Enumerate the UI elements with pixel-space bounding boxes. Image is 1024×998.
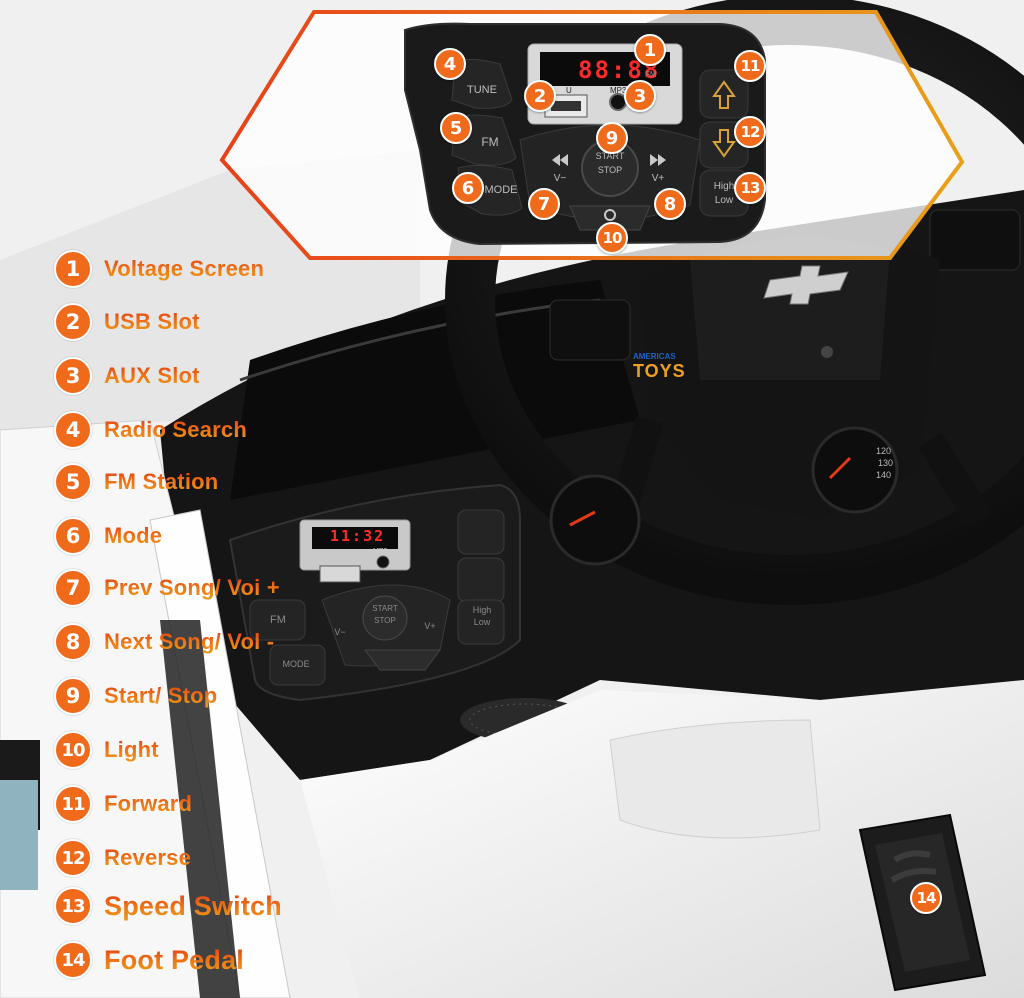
usb-slot-label: U <box>566 86 572 95</box>
next-song-button[interactable]: V+ <box>651 173 665 184</box>
small-stop-label: STOP <box>374 616 396 625</box>
marker-1-voltage-screen: 1 <box>634 34 666 66</box>
marker-13-speed-switch: 13 <box>734 172 766 204</box>
radio-panel-small <box>228 483 521 702</box>
small-mode-label: MODE <box>282 659 310 669</box>
marker-6-mode: 6 <box>452 172 484 204</box>
display-unit-label: FM <box>645 70 657 79</box>
speedometer-gauge <box>811 426 899 514</box>
small-next-label: V+ <box>424 621 436 631</box>
tachometer-gauge <box>549 474 641 566</box>
fm-button[interactable]: FM <box>481 135 499 149</box>
small-low-label: Low <box>473 617 491 627</box>
marker-2-usb-slot: 2 <box>524 80 556 112</box>
marker-5-fm-station: 5 <box>440 112 472 144</box>
speedo-tick-1: 120 <box>876 446 892 456</box>
air-vent-right <box>929 209 1021 271</box>
small-fm-label: FM <box>270 614 286 626</box>
aux-slot-label: MP3 <box>610 86 627 95</box>
prev-song-button[interactable]: V− <box>553 173 567 184</box>
americas-toys-logo-line1: AMERICAS <box>633 352 676 361</box>
marker-8-next-song: 8 <box>654 188 686 220</box>
marker-11-forward: 11 <box>734 50 766 82</box>
speed-low-label[interactable]: Low <box>714 195 734 206</box>
marker-4-radio-search: 4 <box>434 48 466 80</box>
small-usb-label: U <box>338 552 344 561</box>
seat-area <box>300 680 1024 998</box>
speed-high-label[interactable]: High <box>713 181 735 192</box>
mode-button[interactable]: MODE <box>484 184 518 196</box>
americas-toys-logo-line2: TOYS <box>633 361 686 381</box>
tune-button-shape <box>451 58 513 109</box>
start-label[interactable]: START <box>595 151 625 161</box>
speedo-tick-2: 130 <box>878 458 894 468</box>
small-high-label: High <box>472 605 492 615</box>
marker-3-aux-slot: 3 <box>624 80 656 112</box>
small-start-label: START <box>372 604 398 613</box>
marker-14-foot-pedal: 14 <box>910 882 942 914</box>
small-prev-label: V− <box>334 627 346 637</box>
small-aux-label: MP3 <box>373 548 388 555</box>
chevrolet-logo <box>763 265 849 305</box>
stop-label[interactable]: STOP <box>597 165 623 175</box>
marker-9-start-stop: 9 <box>596 122 628 154</box>
speedo-tick-3: 140 <box>876 470 892 480</box>
marker-12-reverse: 12 <box>734 116 766 148</box>
small-voltage-screen-readout: 11:32 <box>330 527 386 545</box>
marker-10-light: 10 <box>596 222 628 254</box>
air-vent-left <box>549 299 631 361</box>
tune-button[interactable]: TUNE <box>467 84 497 96</box>
marker-7-prev-song: 7 <box>528 188 560 220</box>
